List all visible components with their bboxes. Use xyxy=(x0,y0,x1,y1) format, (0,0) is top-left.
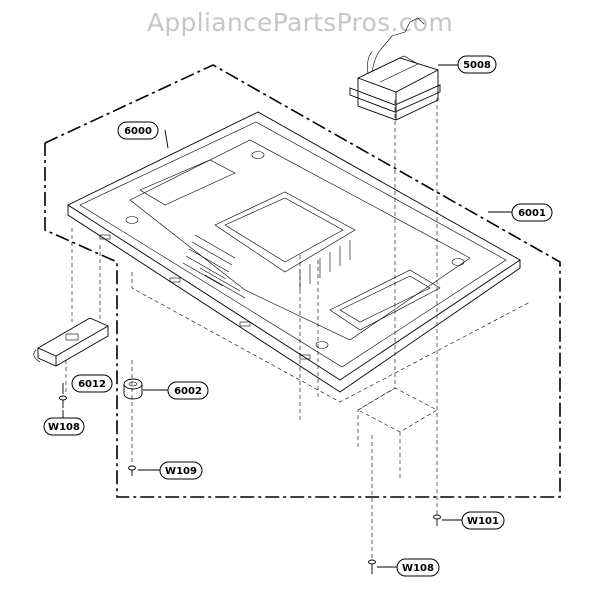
label-w109: W109 xyxy=(159,461,203,480)
label-6002-text: 6002 xyxy=(174,386,202,397)
rubber-foot xyxy=(123,378,143,400)
screw-icon xyxy=(128,465,136,476)
assembly-boundary xyxy=(44,64,561,498)
label-w108-left-text: W108 xyxy=(48,422,80,433)
label-6000-text: 6000 xyxy=(124,126,152,137)
label-w101: W101 xyxy=(461,511,505,530)
projection-lines xyxy=(65,98,531,560)
label-6000: 6000 xyxy=(117,121,159,140)
label-w108-left: W108 xyxy=(43,417,85,436)
label-6012: 6012 xyxy=(71,374,113,393)
label-5008: 5008 xyxy=(457,55,497,74)
leader-lines xyxy=(62,64,512,568)
base-plate xyxy=(67,111,521,393)
label-w109-text: W109 xyxy=(165,466,197,477)
label-w108-bottom: W108 xyxy=(396,558,440,577)
label-6002: 6002 xyxy=(167,381,209,400)
label-w108-bottom-text: W108 xyxy=(402,563,434,574)
screw-icon xyxy=(368,559,376,574)
door-switch-bracket xyxy=(33,317,109,367)
site-watermark: AppliancePartsPros.com xyxy=(146,8,454,37)
label-6001: 6001 xyxy=(511,203,553,222)
label-5008-text: 5008 xyxy=(463,60,491,71)
screw-icon xyxy=(433,514,441,526)
transformer xyxy=(349,17,441,121)
grille-hatching xyxy=(182,234,351,299)
label-6001-text: 6001 xyxy=(518,208,546,219)
label-w101-text: W101 xyxy=(467,516,499,527)
screw-icon xyxy=(59,395,67,408)
label-6012-text: 6012 xyxy=(78,379,106,390)
